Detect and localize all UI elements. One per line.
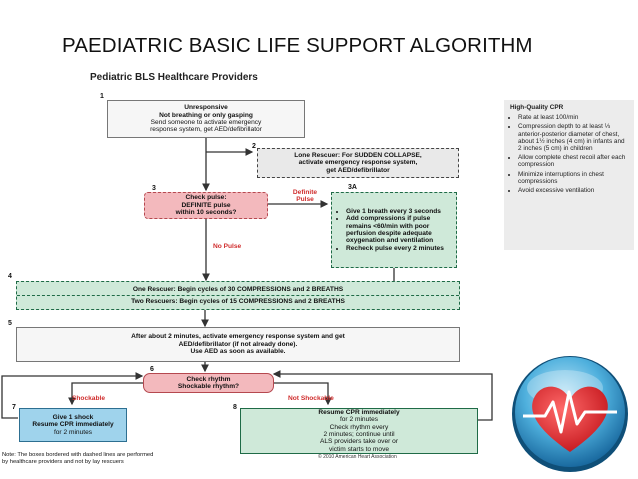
heart-pulse-icon: [512, 356, 628, 472]
step7-line2: Resume CPR immediately: [32, 421, 114, 429]
step3a-number: 3A: [348, 184, 357, 191]
step4-line2-end: 2 BREATHS: [307, 298, 345, 305]
step5-line3: Use AED as soon as available.: [190, 348, 286, 356]
step5-box: After about 2 minutes, activate emergenc…: [16, 327, 460, 362]
step4-line1-end: 2 BREATHS: [306, 285, 344, 293]
step3-line1: Check pulse:: [185, 194, 227, 202]
step3-number: 3: [152, 185, 156, 192]
definite-pulse-line2: Pulse: [296, 196, 314, 204]
cpr-list: Rate at least 100/min Compression depth …: [510, 114, 628, 194]
step3-line3: within 10 seconds?: [175, 209, 237, 217]
step6-line1: Check rhythm: [186, 375, 231, 383]
step2-line1: Lone Rescuer: For SUDDEN COLLAPSE,: [294, 151, 422, 159]
step4-line1-post: and: [290, 285, 307, 293]
step1-line4: response system, get AED/defibrillator: [150, 126, 262, 134]
step3a-item: Give 1 breath every 3 seconds: [346, 208, 452, 215]
cpr-item: Avoid excessive ventilation: [518, 187, 628, 194]
step5-line1: After about 2 minutes, activate emergenc…: [131, 333, 345, 341]
step4-line2-pre: Two Rescuers: Begin cycles of: [131, 298, 230, 305]
step7-number: 7: [12, 404, 16, 411]
cpr-item: Allow complete chest recoil after each c…: [518, 154, 628, 168]
shockable-label: Shockable: [72, 395, 105, 402]
step3a-list: Give 1 breath every 3 seconds Add compre…: [334, 208, 452, 252]
copyright: © 2010 American Heart Association: [318, 454, 397, 460]
step3a-item: Recheck pulse every 2 minutes: [346, 245, 452, 252]
step8-line6: victim starts to move: [328, 445, 390, 453]
step7-line3: for 2 minutes: [53, 428, 93, 436]
step6-box: Check rhythm Shockable rhythm?: [143, 373, 274, 393]
step4-line2-post: and: [292, 298, 308, 305]
step4-box: One Rescuer: Begin cycles of 30 COMPRESS…: [16, 281, 460, 310]
not-shockable-label: Not Shockable: [288, 395, 334, 402]
step3-line2: DEFINITE pulse: [181, 201, 231, 209]
step1-heading: Unresponsive: [184, 104, 228, 112]
step8-box: Resume CPR immediately for 2 minutes Che…: [240, 408, 478, 454]
no-pulse-label: No Pulse: [213, 243, 242, 250]
step8-line4: 2 minutes; continue until: [323, 431, 395, 438]
step7-box: Give 1 shock Resume CPR immediately for …: [19, 408, 127, 442]
cpr-item: Compression depth to at least ⅓ anterior…: [518, 123, 628, 152]
step4-line2: Two Rescuers: Begin cycles of 15 COMPRES…: [131, 298, 345, 305]
definite-pulse-label: Definite Pulse: [284, 189, 326, 204]
step2-line3: get AED/defibrillator: [326, 166, 390, 174]
footnote: Note: The boxes bordered with dashed lin…: [2, 452, 154, 465]
step3a-item: Add compressions if pulse remains <60/mi…: [346, 215, 452, 245]
step2-number: 2: [252, 143, 256, 150]
step8-line2: for 2 minutes: [339, 416, 379, 424]
step1-line3: Send someone to activate emergency: [150, 119, 262, 126]
step1-number: 1: [100, 93, 104, 100]
step5-number: 5: [8, 320, 12, 327]
step8-line5: ALS providers take over or: [319, 438, 399, 446]
step1-line2: Not breathing or only gasping: [159, 111, 253, 119]
step4-line2-bold: 15 COMPRESSIONS: [229, 298, 293, 305]
step4-number: 4: [8, 273, 12, 280]
step3a-box: Give 1 breath every 3 seconds Add compre…: [331, 192, 457, 268]
cpr-panel: High-Quality CPR Rate at least 100/min C…: [504, 100, 634, 250]
step2-box: Lone Rescuer: For SUDDEN COLLAPSE, activ…: [257, 148, 459, 178]
cpr-item: Rate at least 100/min: [518, 114, 628, 121]
step4-line1-bold: 30 COMPRESSIONS: [227, 285, 291, 293]
step4-line1-pre: One Rescuer: Begin cycles of: [132, 285, 228, 293]
step2-line2: activate emergency response system,: [298, 159, 418, 167]
step1-box: Unresponsive Not breathing or only gaspi…: [107, 100, 305, 138]
step8-line1: Resume CPR immediately: [318, 408, 400, 416]
slide-title: PAEDIATRIC BASIC LIFE SUPPORT ALGORITHM: [62, 34, 533, 57]
cpr-panel-heading: High-Quality CPR: [510, 104, 564, 111]
step4-line1: One Rescuer: Begin cycles of 30 COMPRESS…: [133, 286, 343, 293]
cpr-item: Minimize interruptions in chest compress…: [518, 171, 628, 185]
step8-number: 8: [233, 404, 237, 411]
flowchart-subtitle: Pediatric BLS Healthcare Providers: [90, 72, 258, 83]
step3-box: Check pulse: DEFINITE pulse within 10 se…: [144, 192, 268, 219]
definite-pulse-line1: Definite: [292, 189, 318, 196]
step8-line3: Check rhythm every: [329, 423, 389, 431]
step4-divider: [17, 295, 459, 296]
step5-line2: AED/defibrillator (if not already done).: [178, 340, 298, 348]
step7-line1: Give 1 shock: [52, 413, 94, 421]
step6-number: 6: [150, 366, 154, 373]
step6-line2: Shockable rhythm?: [177, 383, 240, 390]
